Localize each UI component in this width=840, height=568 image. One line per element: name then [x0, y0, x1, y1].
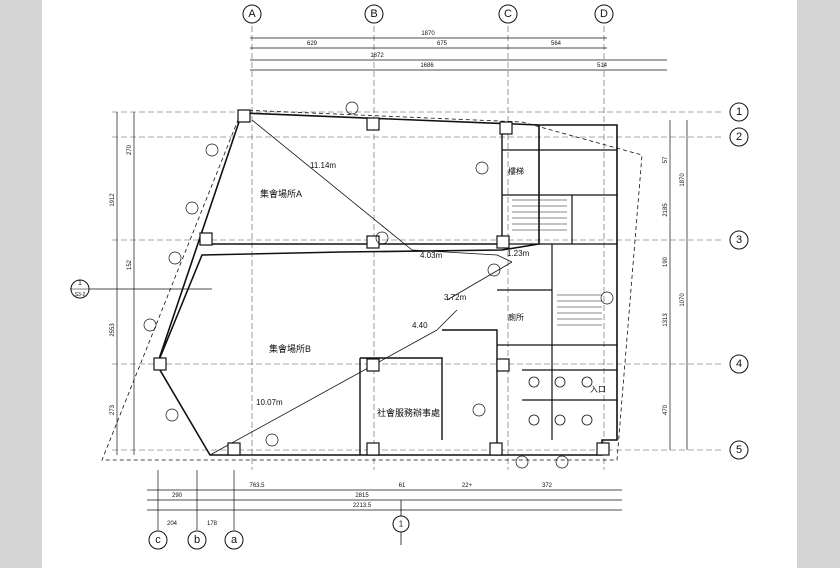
dimension-label: 1912	[110, 193, 116, 207]
section-marker-bottom: 1	[392, 500, 410, 545]
room-label-entrance: 入口	[590, 385, 606, 394]
svg-text:1: 1	[736, 106, 742, 118]
room-label-office: 社會服務辦事處	[377, 407, 440, 418]
office-walls	[359, 329, 498, 455]
measure-label: 1.23m	[507, 249, 530, 258]
dimension-label: 629	[307, 41, 318, 47]
dimension-label: 61	[399, 483, 406, 489]
grid-bubble-a-lower: a	[224, 530, 244, 550]
service-core-walls	[497, 149, 617, 440]
grid-lines	[112, 26, 722, 470]
dimension-label: 2815	[355, 493, 369, 499]
room-label-toilet: 廁所	[508, 312, 524, 322]
svg-text:b: b	[194, 534, 200, 546]
grid-bubble-a: A	[242, 4, 262, 24]
grid-bubble-4: 4	[729, 354, 749, 374]
dimension-label: 514	[597, 63, 608, 69]
dimension-label: 178	[207, 521, 218, 527]
grid-bubble-2: 2	[729, 127, 749, 147]
measure-label: 10.07m	[256, 398, 283, 407]
dimension-label: 204	[167, 521, 178, 527]
svg-text:3: 3	[736, 234, 742, 246]
structural-columns	[153, 109, 610, 456]
svg-text:A: A	[248, 8, 256, 20]
grid-bubble-d: D	[594, 4, 614, 24]
svg-text:C: C	[504, 8, 512, 20]
grid-bubble-c-lower: c	[148, 530, 168, 550]
grid-bubble-1: 1	[729, 102, 749, 122]
dimension-label: 1870	[421, 31, 435, 37]
dimension-label: 2213.5	[353, 503, 372, 509]
drawing-sheet: 集會場所A 集會場所B 社會服務辦事處 樓梯 廁所 入口 11.14m 4.03…	[42, 0, 797, 568]
measure-label: 4.40	[412, 321, 428, 330]
floor-plan-drawing: 集會場所A 集會場所B 社會服務辦事處 樓梯 廁所 入口 11.14m 4.03…	[70, 4, 749, 550]
section-marker-left: 1 S3-2	[70, 279, 212, 299]
svg-text:D: D	[600, 8, 608, 20]
dimension-lines	[116, 37, 688, 511]
grid-bubble-3: 3	[729, 230, 749, 250]
site-boundary	[101, 109, 643, 461]
dimension-label: 290	[172, 493, 183, 499]
dimension-label: 1070	[680, 293, 686, 307]
grid-bubble-c: C	[498, 4, 518, 24]
svg-text:4: 4	[736, 358, 742, 370]
toilet-fixtures	[528, 376, 593, 426]
room-label-hall-a: 集會場所A	[260, 188, 302, 199]
grid-bubble-b-lower: b	[187, 530, 207, 550]
svg-text:1: 1	[399, 520, 404, 529]
room-label-stair: 樓梯	[508, 166, 524, 176]
svg-text:2: 2	[736, 131, 742, 143]
measure-label: 3.72m	[444, 293, 467, 302]
dimension-label: 2185	[663, 203, 669, 217]
planting-symbols	[143, 101, 614, 469]
building-outline	[156, 112, 618, 456]
dimension-label: 763.5	[249, 483, 265, 489]
dimension-label: 1686	[420, 63, 434, 69]
dimension-label: 372	[542, 483, 553, 489]
dimension-label: 1872	[370, 53, 384, 59]
svg-text:1: 1	[78, 280, 82, 287]
dimension-label: 2553	[110, 323, 116, 337]
grid-bubble-5: 5	[729, 440, 749, 460]
dimension-label: 470	[663, 404, 669, 415]
svg-text:S3-2: S3-2	[75, 292, 86, 298]
svg-text:5: 5	[736, 444, 742, 456]
dimension-label: 564	[551, 41, 562, 47]
stair-treads	[512, 199, 602, 326]
dimension-label: 22+	[462, 483, 473, 489]
dimension-label: 270	[127, 144, 133, 155]
svg-text:c: c	[155, 534, 161, 546]
measure-label: 4.03m	[420, 251, 443, 260]
dimension-label: 1870	[680, 173, 686, 187]
measurement-lines	[209, 119, 513, 456]
svg-text:a: a	[231, 534, 238, 546]
measure-label: 11.14m	[310, 161, 336, 170]
dimension-label: 57	[663, 156, 669, 163]
dimension-label: 1313	[663, 313, 669, 327]
hall-a-walls	[202, 125, 503, 245]
dimension-label: 675	[437, 41, 448, 47]
room-label-hall-b: 集會場所B	[269, 343, 311, 354]
svg-text:B: B	[370, 8, 377, 20]
dimension-label: 273	[110, 404, 116, 415]
dimension-label: 190	[663, 256, 669, 267]
grid-bubble-b: B	[364, 4, 384, 24]
dimension-label: 152	[127, 259, 133, 270]
